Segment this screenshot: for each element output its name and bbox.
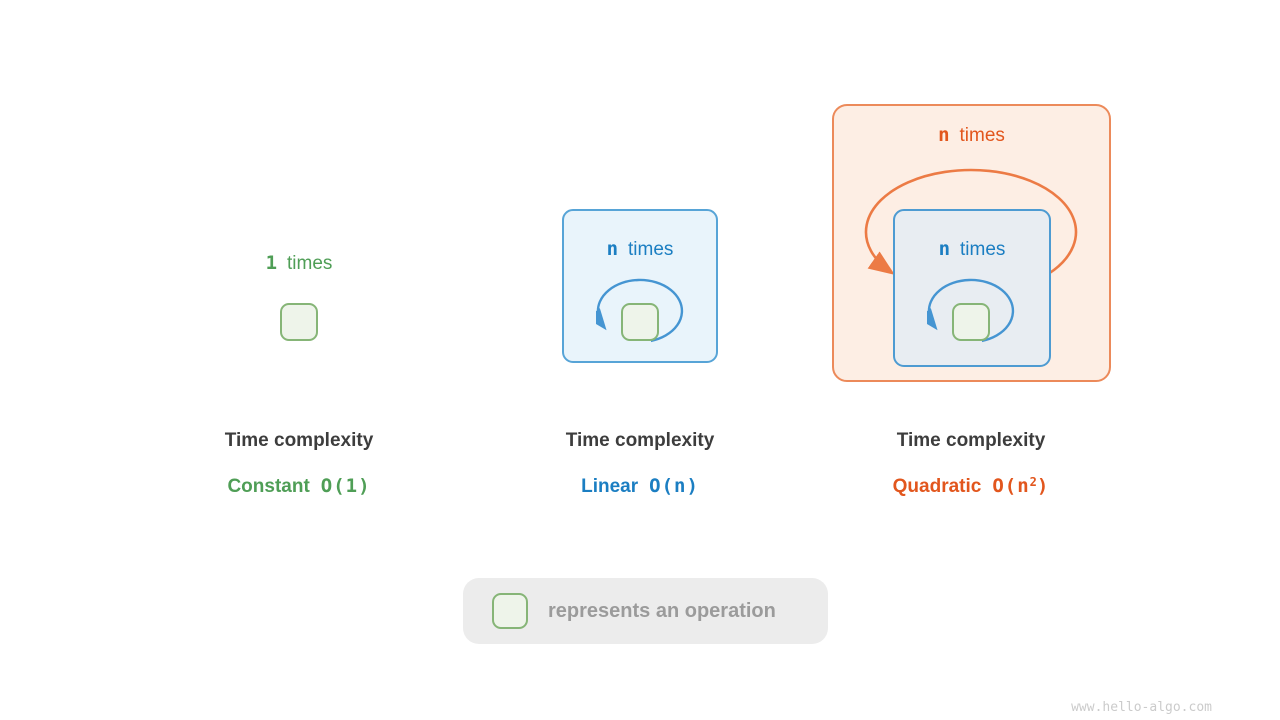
quadratic-complexity-notation: O(n2) — [992, 475, 1049, 497]
constant-complexity-name: Constant — [227, 476, 310, 497]
quadratic-inner-loop-frame — [893, 209, 1051, 367]
constant-operation-box — [280, 303, 318, 341]
quadratic-outer-loop-count: n — [938, 124, 950, 146]
quadratic-complexity-name: Quadratic — [892, 476, 982, 497]
quadratic-operation-box — [952, 303, 990, 341]
constant-notation-line: Constant O(1) — [174, 475, 424, 498]
quadratic-outer-times-label: n times — [832, 124, 1111, 147]
quadratic-notation-line: Quadratic O(n2) — [846, 475, 1096, 498]
linear-complexity-notation: O(n) — [649, 475, 699, 497]
legend-operation-box-icon — [492, 593, 528, 629]
constant-times-label: 1 times — [199, 252, 399, 275]
linear-loop-count: n — [606, 238, 619, 260]
quadratic-inner-loop-word: times — [960, 239, 1006, 260]
constant-title: Time complexity — [224, 430, 374, 451]
linear-title: Time complexity — [565, 430, 715, 451]
legend-label: represents an operation — [548, 599, 776, 622]
quadratic-inner-times-label: n times — [893, 238, 1051, 261]
linear-complexity-name: Linear — [581, 476, 639, 497]
linear-loop-word: times — [628, 239, 674, 260]
legend: represents an operation — [463, 578, 828, 644]
quadratic-inner-loop-count: n — [938, 238, 951, 260]
constant-complexity-notation: O(1) — [320, 475, 371, 497]
linear-times-label: n times — [562, 238, 718, 261]
linear-operation-box — [621, 303, 659, 341]
constant-loop-word: times — [287, 253, 333, 274]
quadratic-outer-loop-word: times — [959, 125, 1005, 146]
quadratic-notation-exponent: 2 — [1029, 475, 1037, 489]
quadratic-notation-prefix: O(n — [992, 475, 1030, 497]
quadratic-notation-suffix: ) — [1036, 475, 1050, 497]
quadratic-title: Time complexity — [896, 430, 1046, 451]
watermark: www.hello-algo.com — [1071, 700, 1212, 715]
constant-loop-count: 1 — [265, 252, 278, 274]
linear-notation-line: Linear O(n) — [515, 475, 765, 498]
